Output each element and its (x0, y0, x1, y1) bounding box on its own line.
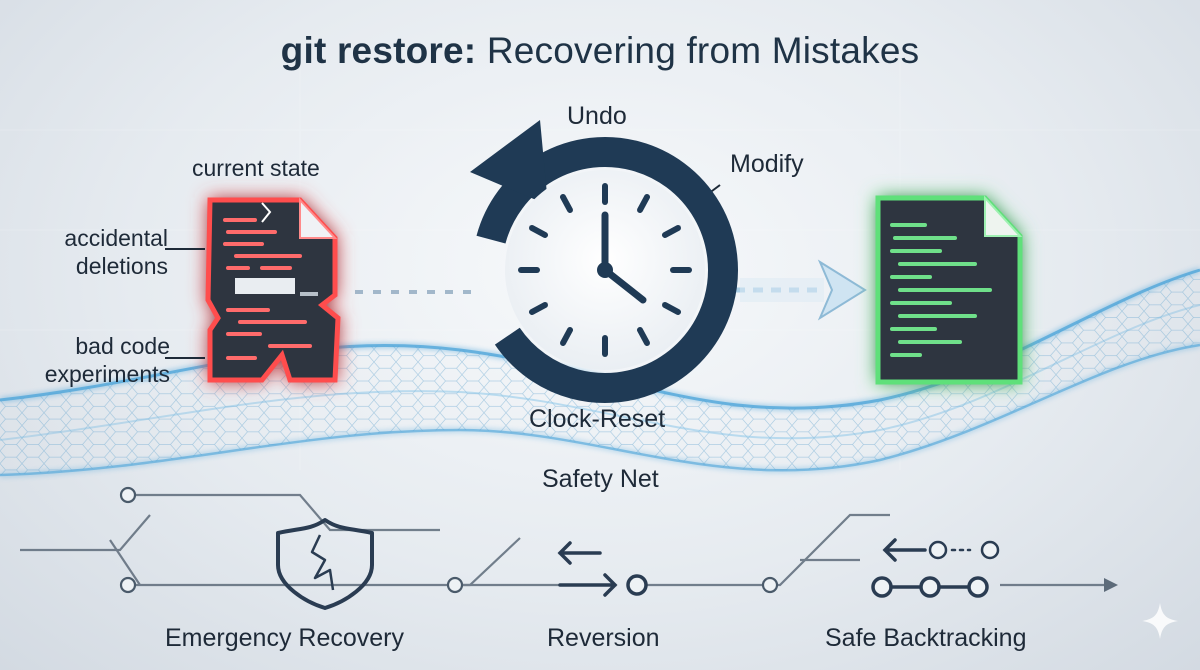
clock-reset-icon (470, 120, 738, 403)
broken-document-icon (205, 197, 341, 383)
bad-code-experiments-label: bad code experiments (44, 333, 170, 387)
reversion-label: Reversion (547, 624, 660, 652)
current-state-label: current state (192, 155, 320, 181)
modify-label: Modify (730, 150, 804, 178)
safe-backtracking-label: Safe Backtracking (825, 624, 1027, 652)
swap-arrows-icon (557, 541, 648, 597)
undo-label: Undo (567, 102, 627, 130)
circuit-arrowhead (1104, 578, 1118, 592)
circuit-lines (20, 493, 1110, 587)
connector-right (735, 259, 867, 321)
clock-reset-label: Clock-Reset (529, 405, 666, 433)
page-title: git restore: Recovering from Mistakes (0, 30, 1200, 72)
title-command: git restore: (280, 30, 477, 71)
restored-document-icon (875, 195, 1023, 385)
accidental-deletions-label: accidental deletions (64, 225, 168, 279)
title-rest: Recovering from Mistakes (476, 30, 920, 71)
emergency-recovery-label: Emergency Recovery (165, 624, 404, 652)
safety-net-label: Safety Net (542, 465, 659, 493)
backtrack-nodes-icon (871, 538, 1000, 598)
circuit-nodes (119, 486, 779, 594)
cracked-shield-icon (276, 518, 374, 610)
sparkle-icon (1142, 603, 1178, 639)
